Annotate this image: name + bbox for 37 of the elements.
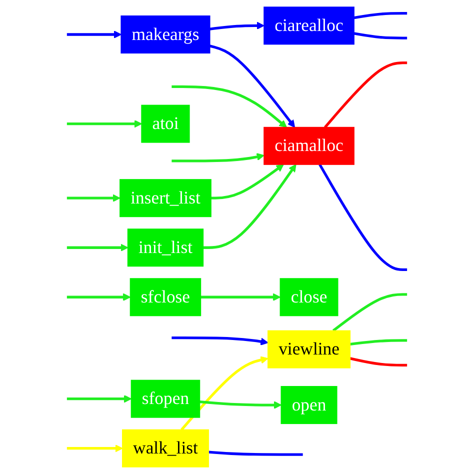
node-box: ciamalloc	[264, 126, 354, 165]
arrow	[172, 153, 264, 162]
arrow	[210, 164, 284, 200]
node-box: init_list	[127, 228, 204, 267]
node-box: viewline	[268, 330, 351, 368]
node-box: sfopen	[130, 380, 200, 418]
arrow	[66, 30, 122, 38]
node-box: ciarealloc	[264, 6, 354, 45]
arrow	[66, 244, 128, 252]
node-box: atoi	[141, 104, 190, 143]
arrow	[66, 194, 120, 202]
node-box: sfclose	[130, 278, 202, 316]
connector	[324, 61, 408, 128]
connector	[332, 293, 408, 332]
arrow	[180, 356, 268, 431]
connector	[350, 339, 408, 346]
arrow	[200, 400, 282, 409]
arrow	[203, 164, 296, 249]
node-box: open	[280, 386, 338, 424]
connector	[354, 32, 408, 40]
arrow	[209, 44, 296, 128]
node-box: close	[280, 278, 338, 316]
connector	[354, 12, 408, 20]
connector	[208, 450, 303, 456]
arrow	[66, 444, 123, 452]
arrow	[66, 293, 131, 302]
connector	[350, 357, 408, 367]
node-box: makeargs	[120, 15, 210, 54]
arrow	[210, 22, 264, 30]
arrow	[172, 336, 268, 346]
arrow	[172, 85, 287, 128]
arrow	[200, 293, 281, 302]
arrow	[66, 394, 132, 403]
connector	[318, 164, 408, 272]
node-box: insert_list	[120, 179, 212, 218]
arrow	[66, 120, 142, 128]
node-box: walk_list	[122, 429, 209, 468]
